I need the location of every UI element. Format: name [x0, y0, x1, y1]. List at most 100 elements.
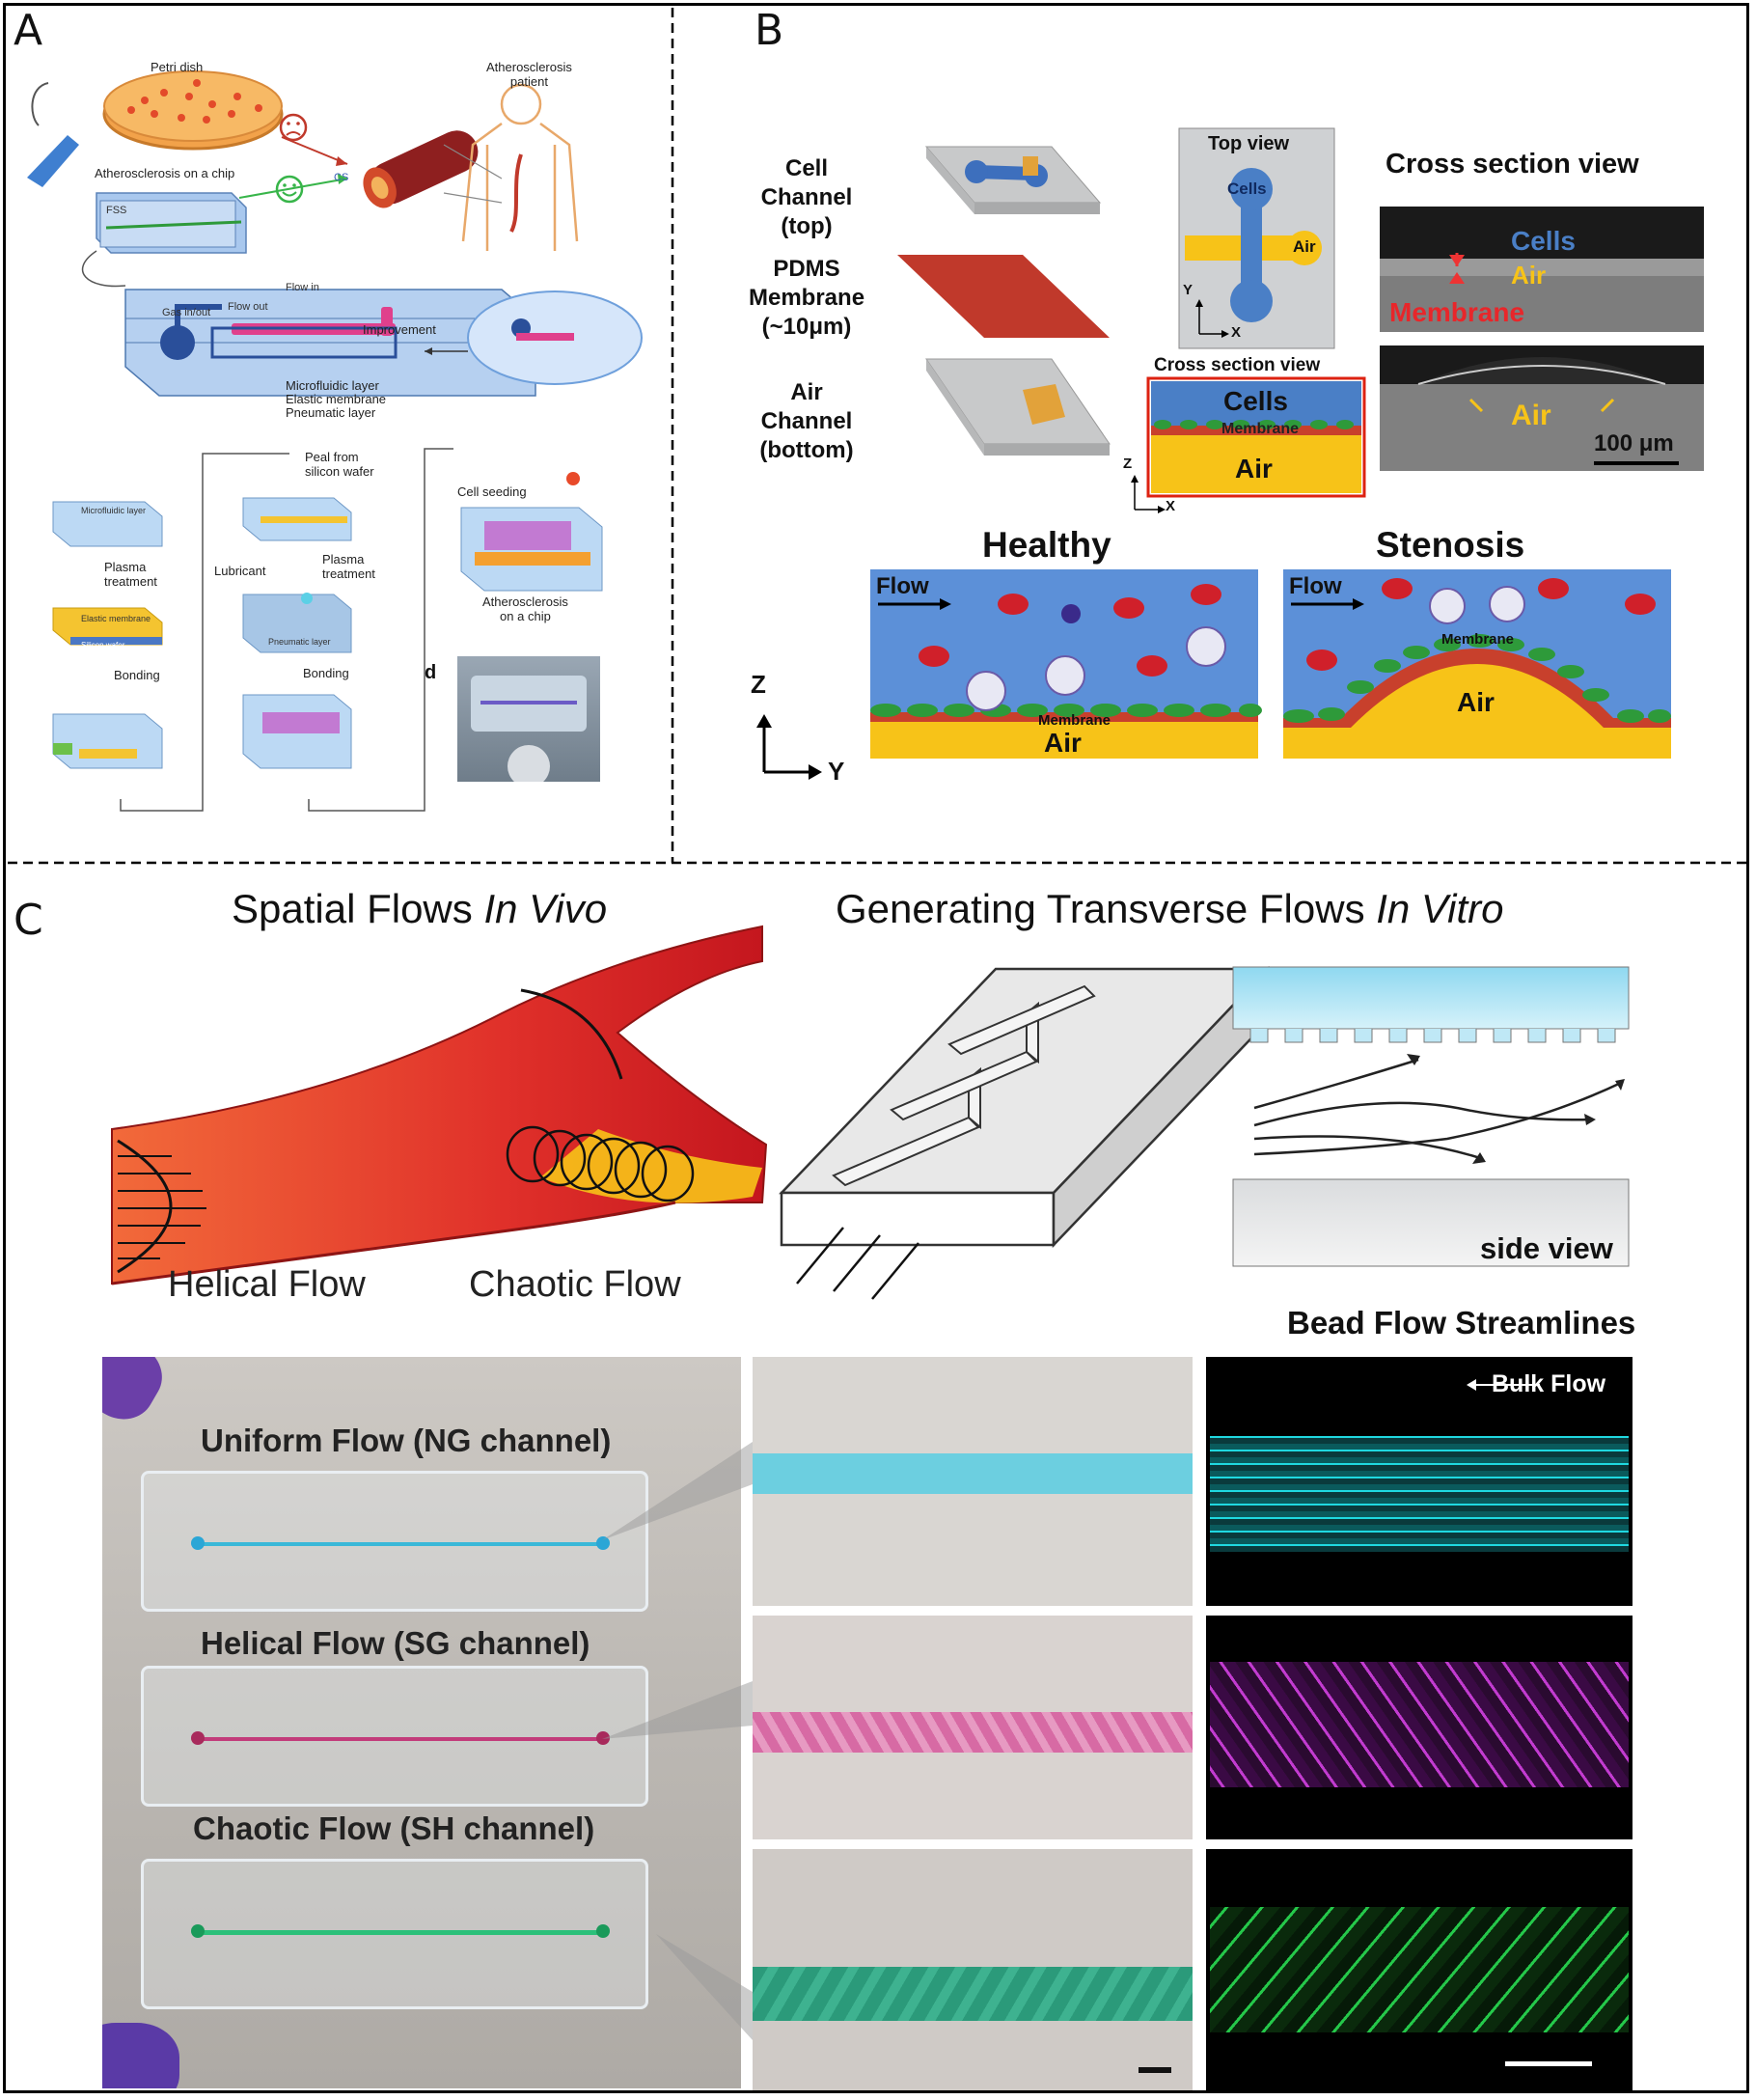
title-in-vivo-plain: Spatial Flows [232, 886, 484, 931]
bulk-flow-label: Bulk Flow [1492, 1370, 1606, 1397]
panel-a-letter: A [14, 6, 43, 55]
bead-flow-title: Bead Flow Streamlines [1287, 1305, 1636, 1340]
step-pneumatic-label: Pneumatic layer [268, 637, 331, 647]
scale-label: 100 μm [1594, 430, 1674, 456]
title-in-vitro: Generating Transverse Flows In Vitro [836, 886, 1504, 932]
panel-c-letter: C [14, 896, 43, 945]
zoom-sh [753, 1849, 1193, 2090]
zoom-ng-channel [753, 1453, 1193, 1494]
step-microfluidic-label: Microfluidic layer [81, 506, 147, 515]
cross-membrane-label: Membrane [1221, 421, 1300, 437]
cross-air-label: Air [1235, 454, 1273, 484]
zoom-sh-channel [753, 1967, 1193, 2021]
cross-section-small-title: Cross section view [1154, 355, 1321, 375]
title-in-vitro-italic: In Vitro [1376, 886, 1504, 931]
zoom-sg-channel [753, 1712, 1193, 1753]
cross-axis-z: Z [1123, 456, 1133, 472]
stenosis-air-label: Air [1457, 687, 1495, 717]
step-bonding2-label: Bonding [303, 666, 349, 680]
bead-ng-streams [1210, 1436, 1629, 1552]
step-plasma-label: Plasma treatment [104, 560, 157, 589]
d-label: d [425, 662, 437, 683]
cross-cells-label: Cells [1223, 386, 1288, 416]
petri-dish-label: Petri dish [151, 60, 204, 74]
step-lubricant-label: Lubricant [214, 564, 266, 578]
title-in-vivo: Spatial Flows In Vivo [232, 886, 607, 932]
micro-membrane-label: Membrane [1389, 297, 1525, 327]
chaotic-flow-label: Chaotic Flow [469, 1264, 681, 1305]
air-channel-label: Air Channel (bottom) [759, 379, 854, 463]
bead-sh-streams [1210, 1907, 1629, 2032]
improvement-label: Improvement [363, 322, 436, 337]
top-view-cells-label: Cells [1227, 180, 1267, 198]
layer-pneumatic-label: Pneumatic layer [286, 405, 376, 420]
cross-section-big-title: Cross section view [1386, 149, 1639, 180]
step-silicon-label: Silicon wafer [81, 641, 125, 649]
bead-scale-bar [1505, 2061, 1592, 2066]
healthy-membrane-label: Membrane [1038, 712, 1111, 729]
healthy-title: Healthy [982, 525, 1111, 565]
bead-sh [1206, 1849, 1633, 2090]
channel-ng [197, 1542, 602, 1546]
fss-label: FSS [106, 205, 127, 216]
channel-sg [197, 1737, 602, 1741]
step-bonding-label: Bonding [114, 668, 160, 682]
axis-z-label: Z [751, 670, 766, 699]
stenosis-membrane-label: Membrane [1441, 631, 1515, 648]
healthy-flow-label: Flow [876, 573, 929, 599]
flow-in-label: Flow in [286, 282, 319, 293]
zoom-scale-bar [1139, 2067, 1171, 2073]
top-view-air-label: Air [1293, 237, 1316, 256]
helical-flow-label: Helical Flow [168, 1264, 366, 1305]
glove-bottom [102, 2023, 179, 2088]
title-in-vitro-plain: Generating Transverse Flows [836, 886, 1377, 931]
cs-label: CS [334, 172, 349, 183]
step-plasma2-label: Plasma treatment [322, 552, 375, 581]
step-peal-label: Peal from silicon wafer [305, 450, 374, 479]
bead-sg-streams [1210, 1662, 1629, 1787]
top-axis-x: X [1231, 324, 1242, 341]
top-view-label: Top view [1208, 133, 1290, 154]
top-axis-y: Y [1183, 282, 1194, 298]
step-elastic-label: Elastic membrane [81, 614, 151, 623]
cell-channel-label: Cell Channel (top) [760, 155, 853, 239]
pdms-label: PDMS Membrane (~10μm) [749, 256, 865, 340]
micro-cells-label: Cells [1511, 226, 1576, 256]
bead-ng: Bulk Flow [1206, 1357, 1633, 1606]
micro-air-label: Air [1511, 261, 1547, 290]
chip-title-label: Atherosclerosis on a chip [95, 166, 235, 180]
chip-photo-label: Atherosclerosis on a chip [482, 594, 568, 623]
flow-out-label: Flow out [228, 301, 268, 313]
stenosis-flow-label: Flow [1289, 573, 1342, 599]
uniform-flow-label: Uniform Flow (NG channel) [201, 1423, 612, 1458]
cell-seeding-label: Cell seeding [457, 484, 527, 499]
zoom-ng [753, 1357, 1193, 1606]
chip-sg [141, 1666, 648, 1807]
figure-frame [3, 3, 1749, 2093]
panel-b-letter: B [755, 6, 784, 55]
chips-photo [102, 1357, 741, 2088]
stenosis-title: Stenosis [1376, 525, 1525, 565]
axis-y-label: Y [828, 757, 845, 786]
healthy-air-label: Air [1044, 728, 1082, 758]
bead-sg [1206, 1616, 1633, 1839]
cross-axis-x: X [1166, 498, 1176, 514]
layer-microfluidic-label: Microfluidic layer [286, 378, 379, 393]
panel-b-illustration [756, 127, 1704, 780]
panel-a-illustration [27, 70, 643, 812]
chip-ng [141, 1471, 648, 1612]
patient-label: Atherosclerosis patient [486, 60, 572, 89]
micro-air2-label: Air [1511, 400, 1551, 431]
chaotic-flow-channel-label: Chaotic Flow (SH channel) [193, 1810, 595, 1846]
layer-elastic-label: Elastic membrane [286, 392, 387, 406]
helical-flow-channel-label: Helical Flow (SG channel) [201, 1625, 590, 1661]
chip-photo [457, 656, 600, 782]
zoom-sg [753, 1616, 1193, 1839]
title-in-vivo-italic: In Vivo [483, 886, 608, 931]
channel-sh [197, 1930, 602, 1935]
side-view-label: side view [1480, 1231, 1613, 1265]
gas-inout-label: Gas in/out [162, 307, 211, 318]
